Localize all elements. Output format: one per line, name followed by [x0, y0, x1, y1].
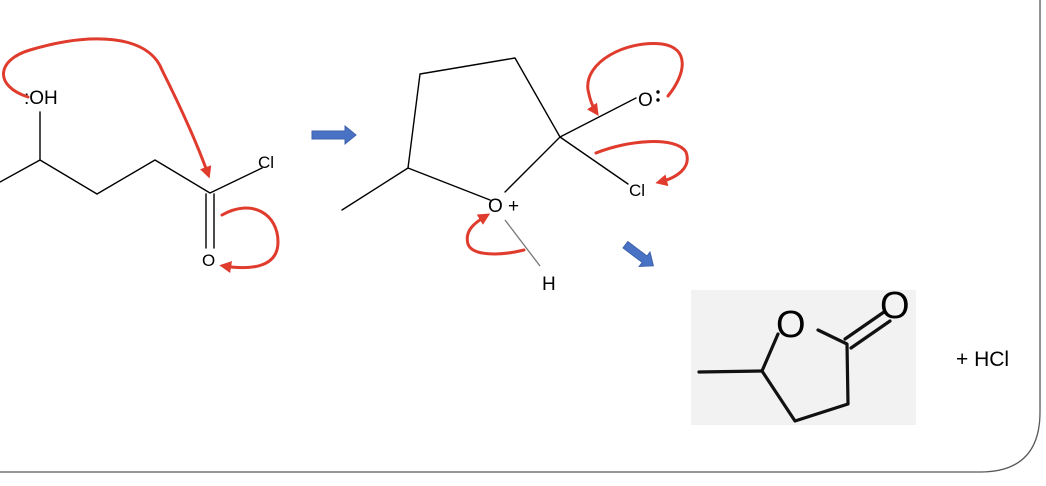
- curly-arrow-oh-deprotonation: [465, 213, 526, 256]
- reactant-molecule: :OH Cl O: [0, 88, 274, 270]
- slide-frame: [0, 0, 1041, 473]
- reaction-arrow-2: [622, 240, 655, 267]
- c-oxide-bond: [559, 97, 637, 138]
- oh-bond: [504, 219, 541, 267]
- reactant-chlorine-label: Cl: [258, 153, 274, 172]
- product-methyl-bond: [697, 369, 764, 374]
- intermediate-ring: [407, 57, 561, 193]
- curly-arrow-carbonyl-to-oxygen: [219, 206, 280, 274]
- reactant-carbonyl-oxygen-label: O: [202, 251, 215, 270]
- intermediate-molecule: O Cl O + H: [341, 57, 660, 295]
- oxonium-label: O +: [488, 196, 519, 217]
- curly-arrow-chloride-leave: [594, 140, 689, 187]
- curly-arrow-oxide-reform: [586, 42, 684, 116]
- methyl-bond: [341, 167, 409, 211]
- oxide-lone-pair-dot-1: [656, 90, 660, 94]
- reaction-arrow-1: [311, 124, 357, 146]
- curly-arrow-oh-attack: [2, 37, 212, 179]
- intermediate-chlorine-label: Cl: [629, 181, 645, 200]
- product-ring-oxygen-label: O: [776, 304, 806, 346]
- c-cl-bond: [559, 136, 629, 185]
- reactant-skeleton: [0, 159, 263, 195]
- byproduct-label: + HCl: [956, 348, 1009, 371]
- ring-bond-o-c5: [407, 167, 491, 201]
- product-molecule: O O: [691, 285, 916, 425]
- product-image-background: [691, 290, 916, 425]
- hydroxyl-label: :OH: [24, 88, 58, 109]
- oxide-lone-pair-dot-2: [656, 98, 660, 102]
- hydrogen-label: H: [542, 274, 556, 295]
- product-carbonyl-bond-2: [849, 319, 892, 350]
- product-carbonyl-oxygen-label: O: [880, 285, 910, 327]
- product-carbonyl-bond-1: [843, 310, 886, 341]
- product-ring: [760, 328, 850, 423]
- oxide-label: O: [638, 90, 653, 111]
